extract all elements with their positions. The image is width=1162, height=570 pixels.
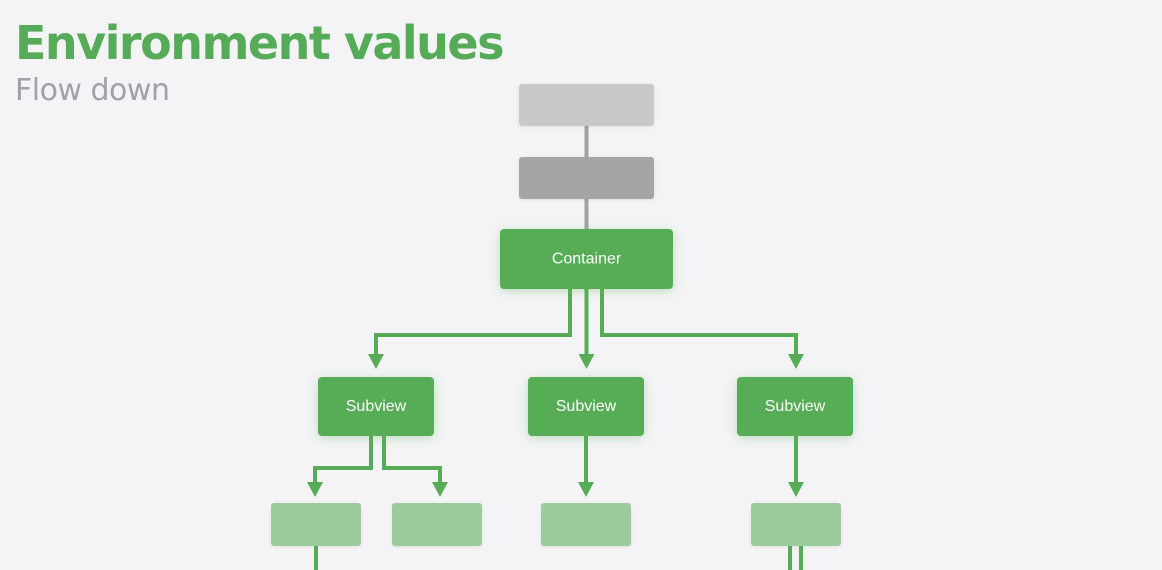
leaf-node-3 (541, 503, 631, 546)
subview-nodes: Subview Subview Subview (318, 377, 853, 436)
leaf-nodes (271, 503, 841, 546)
ancestor-top-node (519, 84, 654, 126)
container-to-subview-arrows (368, 289, 804, 369)
container-label: Container (552, 251, 622, 268)
slide-title: Environment values (15, 16, 504, 70)
subview-left-label: Subview (346, 398, 407, 415)
arrow-line-to-subview-left (374, 289, 572, 356)
subview-right-box (737, 377, 853, 436)
arrow-line-to-leaf-2 (382, 436, 442, 484)
subview-right-label: Subview (765, 398, 826, 415)
leaf-node-4 (751, 503, 841, 546)
slide-subtitle: Flow down (15, 73, 170, 108)
leaf-node-1 (271, 503, 361, 546)
ancestor-parent-node (519, 157, 654, 199)
leaf-outgoing-lines (314, 546, 803, 570)
container-node: Container (500, 229, 673, 289)
arrowhead-to-leaf-1 (307, 482, 323, 497)
arrowhead-to-leaf-2 (432, 482, 448, 497)
arrowhead-to-leaf-4 (788, 482, 804, 497)
subview-to-leaf-arrows (307, 436, 804, 497)
ancestor-nodes (519, 84, 654, 199)
arrowhead-to-leaf-3 (578, 482, 594, 497)
arrow-line-to-leaf-1 (313, 436, 373, 484)
subview-middle-box (528, 377, 644, 436)
subview-middle-label: Subview (556, 398, 617, 415)
arrowhead-to-subview-right (788, 354, 804, 369)
container-box (500, 229, 673, 289)
arrow-line-to-subview-right (600, 289, 798, 356)
leaf-node-2 (392, 503, 482, 546)
subview-left-box (318, 377, 434, 436)
arrowhead-to-subview-left (368, 354, 384, 369)
arrowhead-to-subview-middle (578, 354, 595, 369)
